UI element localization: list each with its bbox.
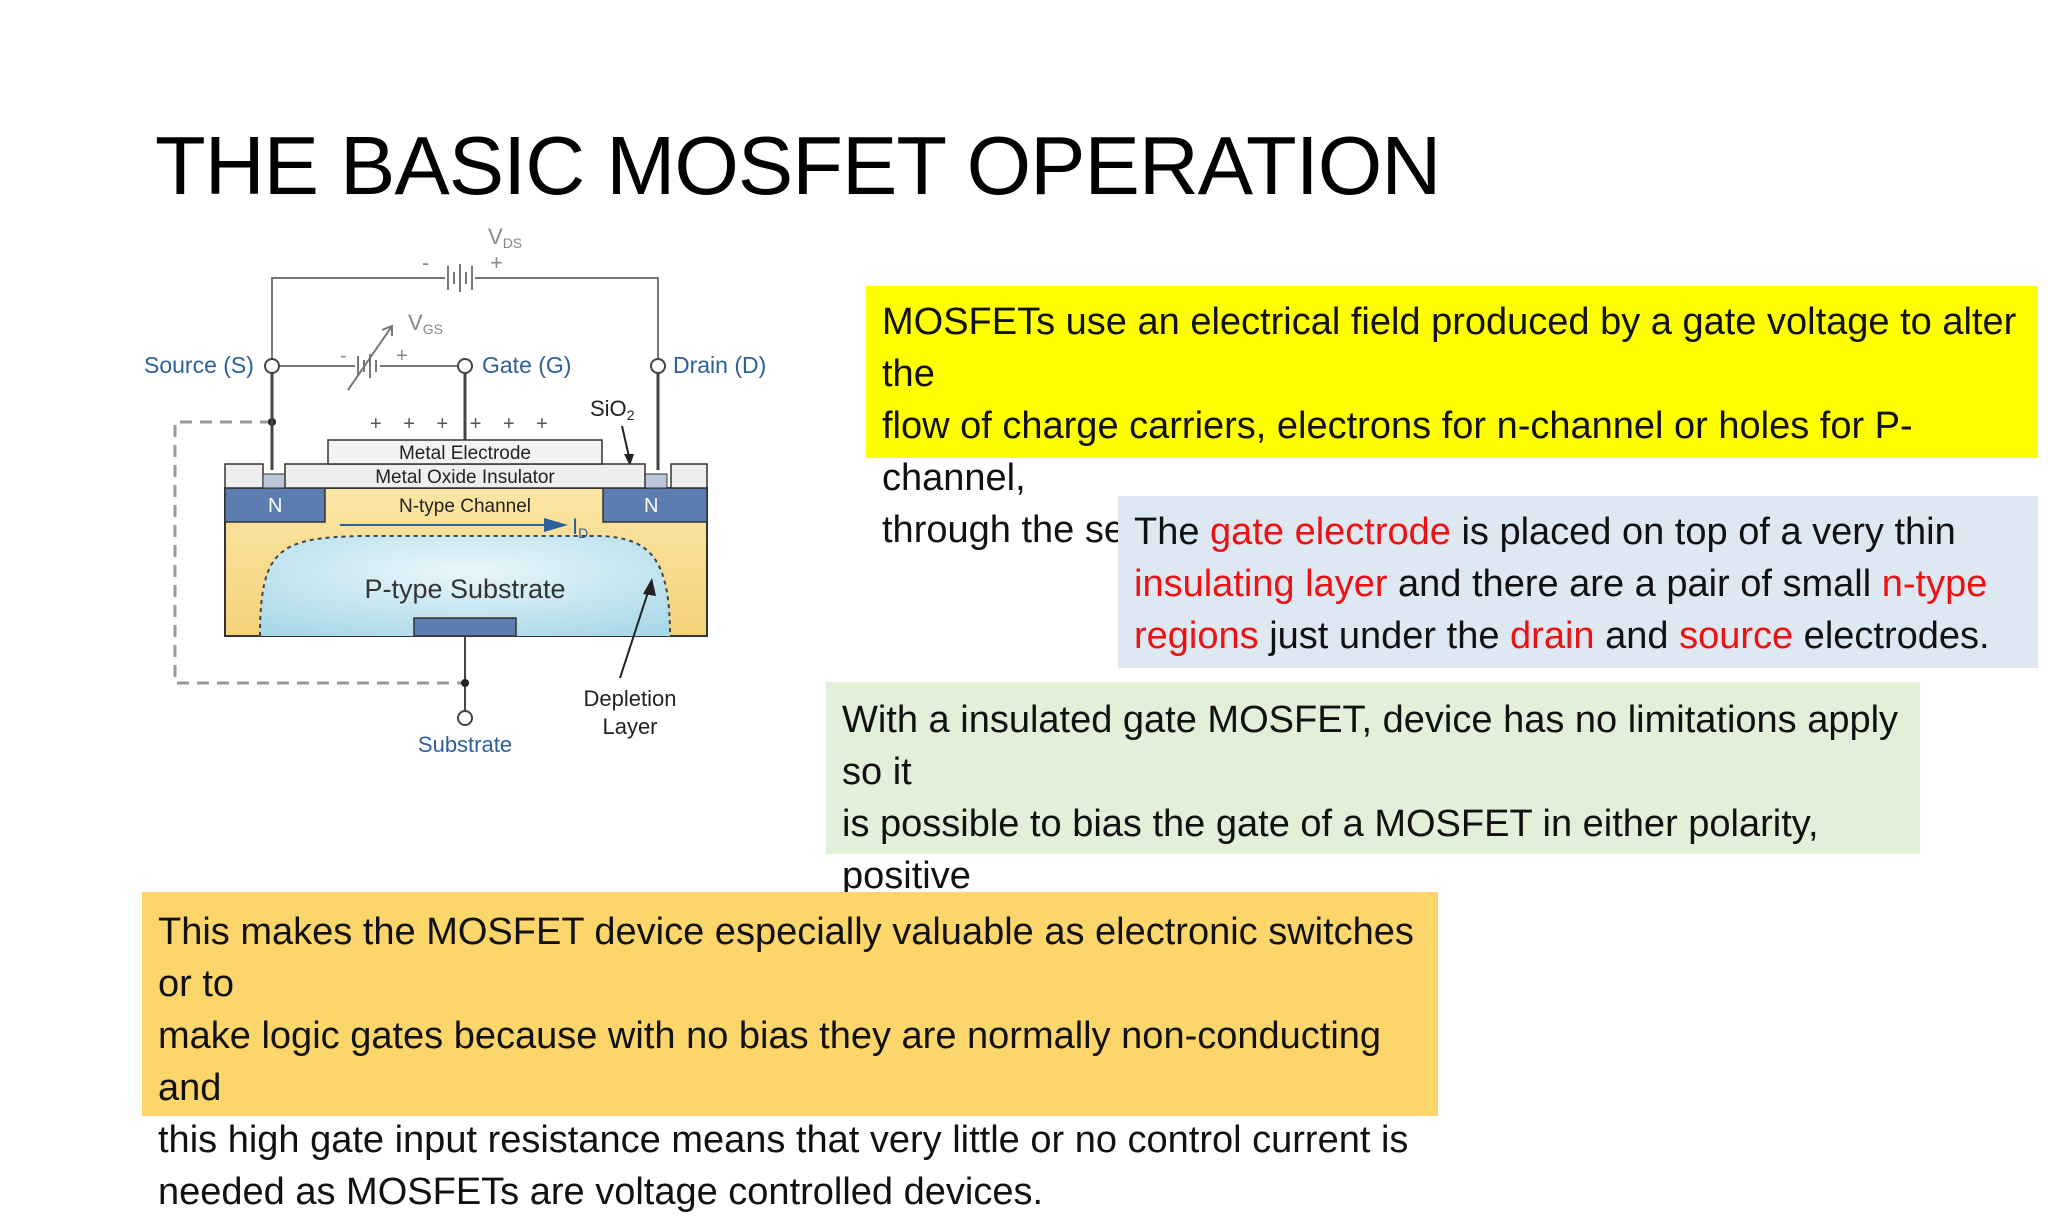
metal-electrode-label: Metal Electrode: [399, 443, 531, 464]
vgs-label: VGS: [408, 310, 443, 337]
box1-line-2: flow of charge carriers, electrons for n…: [882, 405, 1913, 499]
id-label-sub: D: [578, 525, 588, 541]
id-label: ID: [572, 514, 588, 541]
vds-plus: +: [490, 250, 503, 275]
substrate-label: P-type Substrate: [364, 574, 565, 604]
vds-battery-icon: [447, 264, 473, 292]
box2-line-2: insulating layer and there are a pair of…: [1134, 558, 2022, 610]
vgs-label-sub: GS: [423, 321, 443, 337]
box2-highlight-source: source: [1679, 615, 1794, 657]
box2-highlight-gate-electrode: gate electrode: [1210, 511, 1451, 553]
drain-metal: [644, 473, 668, 489]
depletion-label-1: Depletion: [584, 686, 677, 711]
box2-text-4: just under the: [1258, 615, 1511, 657]
box3-line-2: is possible to bias the gate of a MOSFET…: [842, 803, 1819, 897]
info-box-field-effect: MOSFETs use an electrical field produced…: [866, 286, 2038, 551]
box2-line-1: The gate electrode is placed on top of a…: [1134, 506, 2022, 558]
drain-terminal: [650, 358, 666, 374]
box4-line-2: make logic gates because with no bias th…: [158, 1015, 1382, 1109]
sio2-arrowhead: [624, 454, 634, 466]
vds-minus: -: [422, 250, 429, 275]
box4-line-4: needed as MOSFETs are voltage controlled…: [158, 1171, 1044, 1213]
vgs-circuit: [278, 324, 458, 391]
depletion-region: [260, 536, 670, 636]
source-label: Source (S): [144, 352, 254, 378]
box2-text-5: and: [1594, 615, 1680, 657]
box2-highlight-regions: regions: [1134, 615, 1259, 657]
vds-circuit: [271, 264, 659, 364]
sio2-label-sub: 2: [627, 407, 635, 423]
metal-electrode: [327, 439, 603, 465]
source-contact: [224, 463, 264, 489]
substrate-terminal-label: Substrate: [418, 732, 512, 757]
info-box-gate-electrode: The gate electrode is placed on top of a…: [1118, 496, 2038, 668]
gate-label: Gate (G): [482, 352, 571, 378]
box2-text-3: and there are a pair of small: [1387, 563, 1882, 605]
depletion-callout-line: [619, 585, 651, 679]
channel-label: N-type Channel: [399, 496, 531, 517]
sio2-label: SiO2: [590, 396, 635, 423]
depletion-boundary: [259, 535, 671, 637]
vds-wire: [271, 277, 445, 364]
box2-text-6: electrodes.: [1793, 615, 1990, 657]
body-connection-dashed: [173, 420, 465, 685]
box1-line-1: MOSFETs use an electrical field produced…: [882, 301, 2017, 395]
box2-highlight-drain: drain: [1510, 615, 1595, 657]
drain-contact: [670, 463, 708, 489]
box4-line-1: This makes the MOSFET device especially …: [158, 911, 1414, 1005]
box4-line-3: this high gate input resistance means th…: [158, 1119, 1409, 1161]
box2-text-1: The: [1134, 511, 1211, 553]
oxide-layer: [284, 463, 646, 489]
vgs-plus: +: [396, 345, 408, 367]
box2-line-3: regions just under the drain and source …: [1134, 610, 2022, 662]
depletion-label-2: Layer: [602, 714, 657, 739]
box3-line-1: With a insulated gate MOSFET, device has…: [842, 699, 1899, 793]
vds-wire-right: [475, 277, 659, 364]
sio2-label-main: SiO: [590, 396, 627, 421]
mosfet-diagram: VDS - + VGS - + Source (S) Gate (G) Drai…: [144, 224, 766, 757]
substrate-junction-dot: [461, 679, 469, 687]
id-arrowhead: [544, 518, 568, 532]
vgs-minus: -: [340, 345, 347, 367]
gate-terminal: [457, 358, 473, 374]
n-left-label: N: [268, 495, 282, 517]
substrate-terminal: [457, 710, 473, 726]
oxide-label: Metal Oxide Insulator: [375, 467, 555, 488]
drain-label: Drain (D): [673, 352, 766, 378]
n-right-label: N: [644, 495, 658, 517]
box2-highlight-n-type: n-type: [1881, 563, 1988, 605]
slide-title: THE BASIC MOSFET OPERATION: [155, 119, 1441, 212]
vds-label-main: V: [488, 224, 503, 249]
vds-label-sub: DS: [503, 235, 522, 251]
source-metal: [262, 473, 286, 489]
vgs-variable-battery-icon: [347, 324, 393, 391]
info-box-polarity: With a insulated gate MOSFET, device has…: [826, 682, 1920, 949]
info-box-switching: This makes the MOSFET device especially …: [142, 892, 1438, 1213]
vgs-label-main: V: [408, 310, 423, 335]
source-terminal: [264, 358, 280, 374]
substrate-contact: [413, 617, 517, 637]
depletion-callout-arrowhead: [643, 578, 656, 596]
box2-text-2: is placed on top of a very thin: [1450, 511, 1956, 553]
box2-highlight-insulating-layer: insulating layer: [1134, 563, 1388, 605]
gate-charges: + + + + + +: [370, 413, 556, 435]
vds-label: VDS: [488, 224, 522, 251]
terminals: [264, 358, 666, 726]
id-label-main: I: [572, 514, 578, 539]
